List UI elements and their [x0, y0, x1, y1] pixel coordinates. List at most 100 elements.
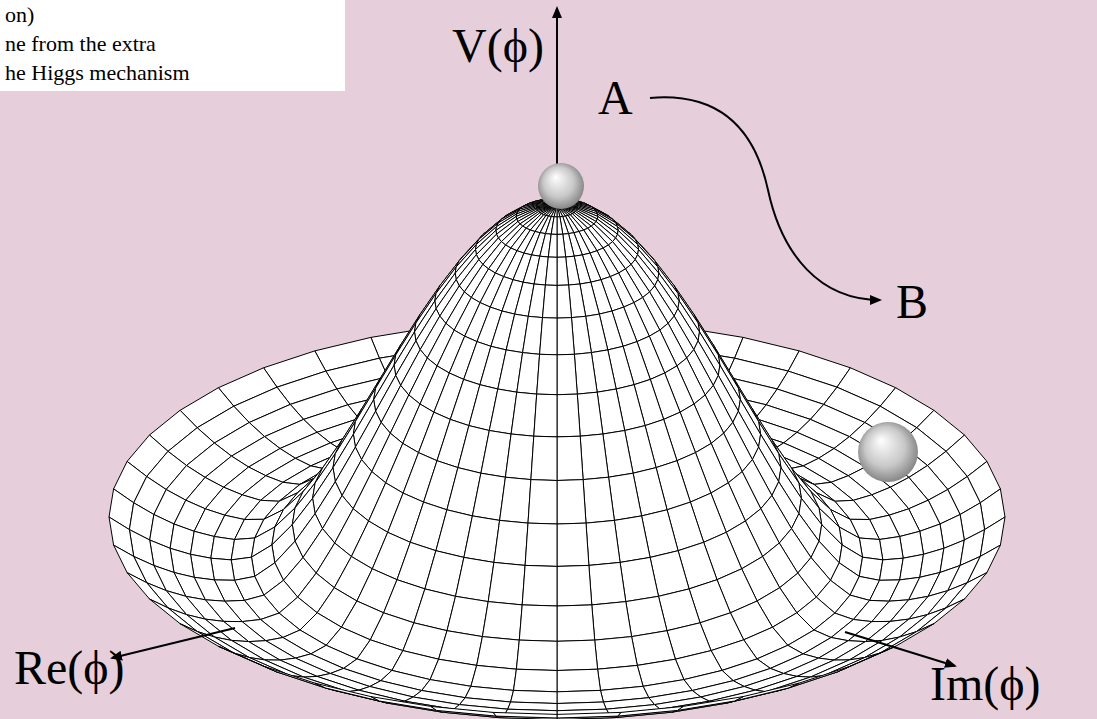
mesh-cell: [557, 605, 595, 641]
v-axis: [556, 8, 558, 190]
mesh-cell: [900, 608, 946, 637]
axis-label: V(ϕ): [452, 22, 544, 70]
mesh-cell: [618, 706, 683, 716]
mesh-cell: [586, 520, 620, 565]
mesh-cell: [127, 573, 168, 608]
mesh-cell: [583, 477, 614, 523]
mesh-cell: [493, 712, 557, 718]
mesh-cell: [788, 666, 850, 688]
mesh-cell: [551, 217, 557, 235]
mesh-cell: [211, 558, 235, 580]
mesh-cell: [482, 602, 522, 641]
mesh-cell: [810, 658, 864, 678]
mesh-cell: [523, 316, 543, 354]
mesh-cell: [180, 624, 234, 653]
mesh-cell: [735, 683, 800, 701]
mesh-cell: [572, 316, 592, 354]
potential-surface: [109, 199, 1005, 719]
mesh-cell: [371, 697, 437, 711]
mesh-cell: [505, 434, 533, 480]
mesh-cell: [464, 516, 500, 563]
mesh-cell: [511, 392, 537, 436]
mesh-cell: [543, 285, 558, 318]
mesh-cell: [315, 683, 380, 701]
mesh-cell: [494, 520, 528, 565]
roll-arrow: [650, 97, 880, 300]
mesh-cell: [150, 599, 198, 632]
mesh-cell: [525, 523, 557, 566]
mesh-cell: [865, 632, 917, 658]
mesh-cell: [211, 537, 235, 560]
mesh-cell: [557, 480, 586, 524]
mesh-cell: [514, 669, 558, 692]
mesh-cell: [447, 596, 488, 636]
axis-label: Im(ϕ): [930, 660, 1041, 708]
mesh-cell: [522, 565, 557, 606]
mesh-cell: [577, 392, 603, 436]
mesh-cell: [557, 285, 572, 318]
mesh-cell: [574, 353, 597, 395]
mesh-cell: [516, 640, 557, 670]
mesh-cell: [620, 557, 658, 601]
mesh-cell: [580, 434, 608, 480]
panel-text-line: he Higgs mechanism: [5, 58, 340, 87]
mesh-cell: [595, 637, 638, 670]
mesh-cell: [540, 318, 557, 355]
state-label: B: [896, 278, 928, 326]
re-axis: [112, 628, 235, 658]
mesh-cell: [880, 558, 904, 580]
mesh-cell: [477, 637, 520, 670]
mesh-cell: [519, 605, 557, 641]
mesh-cell: [249, 658, 303, 678]
mesh-cell: [191, 531, 215, 558]
mesh-cell: [557, 217, 563, 235]
mesh-cell: [614, 516, 650, 563]
mesh-cell: [557, 690, 603, 703]
mesh-cell: [626, 596, 667, 636]
mesh-cell: [678, 697, 744, 711]
mesh-cell: [528, 480, 557, 524]
text-panel: on)ne from the extrahe Higgs mechanism: [0, 0, 345, 91]
mesh-cell: [557, 523, 589, 566]
mesh-cell: [531, 436, 557, 480]
mesh-cell: [557, 234, 566, 257]
mesh-cell: [589, 562, 626, 605]
mesh-cell: [431, 706, 496, 716]
mesh-cell: [900, 531, 924, 558]
mesh-cell: [214, 637, 264, 660]
panel-text-line: ne from the extra: [5, 29, 340, 58]
mesh-cell: [880, 537, 904, 560]
mesh-cell: [557, 565, 592, 606]
mesh-cell: [967, 545, 1000, 583]
mesh-cell: [517, 353, 540, 395]
mesh-cell: [557, 669, 601, 692]
mesh-cell: [557, 318, 574, 355]
mesh-cell: [557, 436, 583, 480]
mesh-cell: [548, 234, 557, 257]
mesh-cell: [545, 257, 557, 285]
mesh-cell: [592, 602, 632, 641]
mesh-cell: [456, 557, 494, 601]
mesh-cell: [557, 354, 577, 394]
panel-text-line: on): [5, 0, 340, 29]
mesh-cell: [557, 257, 569, 285]
state-label: A: [598, 74, 633, 122]
mesh-cell: [537, 354, 557, 394]
mesh-cell: [557, 394, 580, 437]
mesh-cell: [557, 640, 598, 670]
mesh-cell: [114, 545, 147, 583]
mesh-cell: [917, 599, 965, 632]
mesh-cell: [534, 394, 557, 437]
mesh-cell: [264, 666, 326, 688]
ball-top: [538, 163, 584, 209]
mesh-cell: [946, 573, 987, 608]
mesh-cell: [880, 624, 934, 653]
mesh-cell: [168, 608, 214, 637]
mesh-cell: [500, 477, 531, 523]
mesh-cell: [557, 712, 621, 718]
mesh-cell: [488, 562, 525, 605]
axis-label: Re(ϕ): [14, 644, 125, 692]
ball-trough: [858, 422, 918, 482]
mesh-cell: [511, 690, 557, 703]
